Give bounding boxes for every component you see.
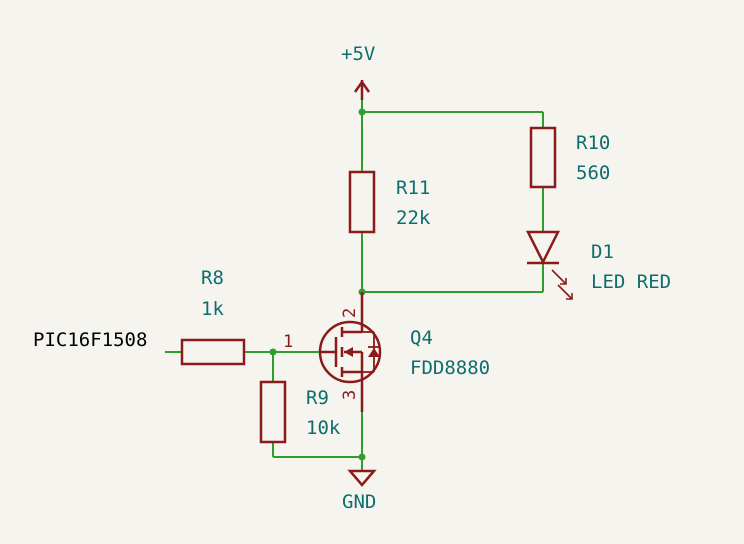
r11-ref: R11 bbox=[396, 177, 430, 199]
q4-pin-gate: 1 bbox=[283, 332, 293, 352]
r9-value: 10k bbox=[306, 417, 341, 439]
junction-gate bbox=[269, 348, 277, 356]
resistor-r11-body bbox=[348, 170, 376, 234]
vcc-label: +5V bbox=[341, 43, 375, 65]
q4-ref: Q4 bbox=[410, 327, 433, 349]
resistor-r10-body bbox=[529, 126, 557, 189]
resistor-r10[interactable]: R10 560 bbox=[529, 126, 610, 189]
gnd-symbol: GND bbox=[342, 469, 377, 513]
r8-value: 1k bbox=[201, 298, 224, 320]
ground-icon bbox=[347, 469, 377, 487]
resistor-r11[interactable]: R11 22k bbox=[348, 170, 431, 234]
r10-value: 560 bbox=[576, 162, 610, 184]
q4-value: FDD8880 bbox=[410, 357, 490, 379]
resistor-r9[interactable]: R9 10k bbox=[259, 380, 341, 444]
resistor-r8-body bbox=[180, 338, 246, 366]
vcc-arrow-icon bbox=[353, 79, 371, 93]
mosfet-q4[interactable]: 1 2 3 Q4 FDD8880 bbox=[283, 292, 490, 412]
junction-gnd bbox=[358, 453, 366, 461]
resistor-r8[interactable]: R8 1k bbox=[180, 267, 246, 366]
resistor-r9-body bbox=[259, 380, 287, 444]
r11-value: 22k bbox=[396, 207, 431, 229]
r8-ref: R8 bbox=[201, 267, 224, 289]
vcc-symbol: +5V bbox=[341, 43, 375, 100]
input-net-label: PIC16F1508 bbox=[33, 329, 147, 351]
r9-ref: R9 bbox=[306, 387, 329, 409]
channel-arrow-icon bbox=[344, 347, 353, 357]
led-d1[interactable]: D1 LED RED bbox=[525, 230, 671, 300]
q4-pin-drain: 2 bbox=[340, 308, 360, 318]
wires bbox=[165, 100, 544, 470]
light-emission-icon bbox=[551, 269, 573, 300]
q4-pin-source: 3 bbox=[340, 390, 360, 400]
d1-value: LED RED bbox=[591, 271, 671, 293]
r10-ref: R10 bbox=[576, 132, 610, 154]
d1-ref: D1 bbox=[591, 241, 614, 263]
junction-vcc bbox=[358, 108, 366, 116]
gnd-label: GND bbox=[342, 491, 376, 513]
body-diode-icon bbox=[368, 348, 380, 357]
led-triangle-icon bbox=[525, 230, 561, 265]
